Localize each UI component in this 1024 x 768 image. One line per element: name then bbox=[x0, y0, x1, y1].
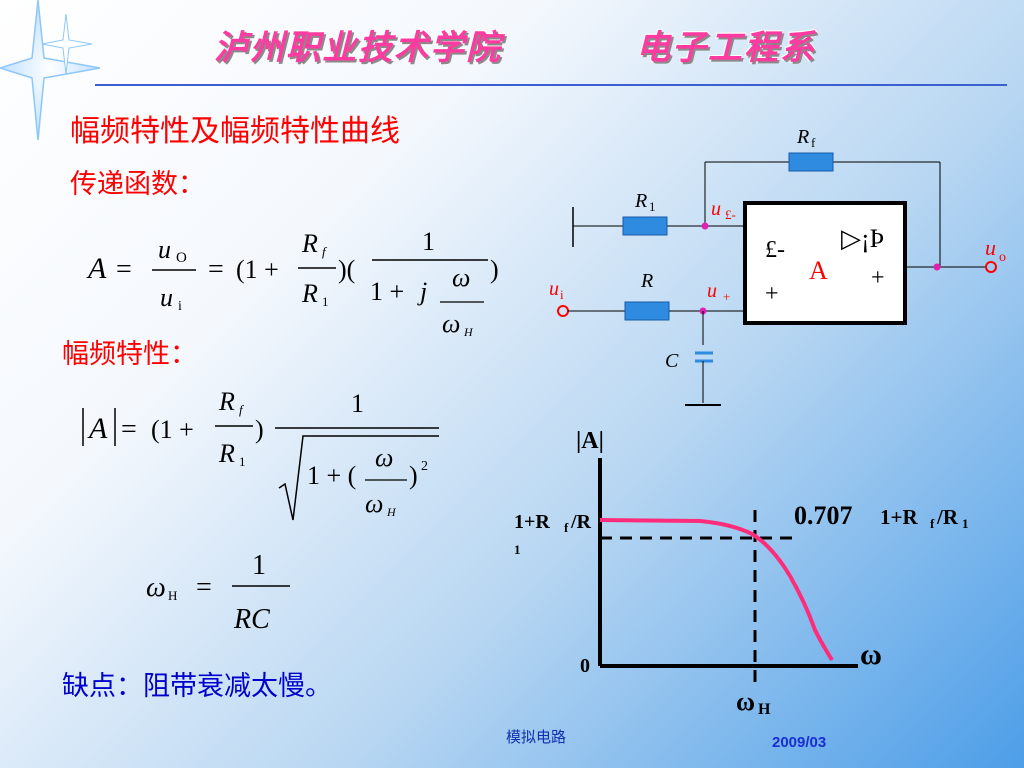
svg-text:f: f bbox=[322, 244, 328, 259]
up-label: u bbox=[707, 280, 717, 302]
frequency-response-graph: |A| 1+R f /R 1 0.707 1+R f /R 1 0 ω ω H bbox=[514, 428, 969, 718]
opamp-a: A bbox=[809, 256, 828, 285]
cutoff-sub: H bbox=[758, 701, 771, 718]
svg-text:2: 2 bbox=[421, 459, 428, 474]
uo-sub: o bbox=[999, 250, 1006, 265]
svg-text:u: u bbox=[160, 283, 173, 312]
opamp-plus: + bbox=[765, 281, 779, 307]
svg-text:=: = bbox=[121, 414, 137, 445]
svg-text:ω: ω bbox=[146, 572, 166, 603]
resistor-r1 bbox=[622, 216, 668, 236]
school-name: 泸州职业技术学院 bbox=[214, 28, 502, 68]
svg-text:=: = bbox=[116, 254, 132, 285]
level-0707-value: 0.707 bbox=[794, 501, 853, 530]
ui-label: u bbox=[549, 278, 559, 300]
svg-text:=: = bbox=[208, 254, 224, 285]
magnitude-equation: A = (1 + R f R 1 ) 1 1 + ( ω ω H ) 2 bbox=[82, 387, 439, 521]
svg-text:1: 1 bbox=[422, 227, 435, 256]
svg-text:): ) bbox=[490, 255, 499, 284]
cutoff-frequency-equation: ω H = 1 RC bbox=[146, 550, 290, 635]
svg-text:=: = bbox=[196, 572, 212, 603]
r1-label: R bbox=[634, 190, 647, 212]
rf-sub: f bbox=[811, 135, 816, 150]
ui-sub: i bbox=[560, 287, 564, 302]
y-level-label: 1+R bbox=[514, 511, 550, 533]
resistor-r bbox=[624, 301, 670, 321]
department-name: 电子工程系 bbox=[636, 28, 816, 68]
svg-text:(1 +: (1 + bbox=[151, 415, 194, 444]
svg-text:ω: ω bbox=[375, 443, 393, 472]
main-heading: 幅频特性及幅频特性曲线 bbox=[70, 114, 400, 149]
r-label: R bbox=[640, 270, 653, 292]
un-label: u bbox=[711, 198, 721, 220]
svg-text:H: H bbox=[168, 588, 177, 603]
output-terminal bbox=[985, 261, 997, 273]
footer-subject: 模拟电路 bbox=[506, 729, 567, 746]
svg-text:1: 1 bbox=[351, 389, 364, 418]
svg-text:A: A bbox=[87, 412, 108, 445]
svg-text:1: 1 bbox=[322, 294, 329, 309]
origin-label: 0 bbox=[580, 655, 590, 677]
transfer-function-heading: 传递函数： bbox=[70, 169, 205, 200]
y-level-sub: f bbox=[564, 520, 569, 535]
svg-text:)(: )( bbox=[338, 255, 355, 284]
sparkle-decoration bbox=[0, 0, 101, 140]
sparkle-small-icon bbox=[41, 13, 93, 75]
svg-text:): ) bbox=[255, 415, 264, 444]
svg-text:R: R bbox=[218, 439, 235, 468]
transfer-function-equation: A = u O u i = (1 + R f R 1 )( 1 1 + j ω … bbox=[86, 227, 499, 339]
node-inverting bbox=[701, 222, 709, 230]
level-0707-sub2: 1 bbox=[962, 516, 969, 531]
svg-text:u: u bbox=[158, 235, 171, 264]
svg-text:RC: RC bbox=[233, 604, 270, 635]
input-terminal bbox=[557, 305, 569, 317]
opamp-symbol: ▷¡Þ bbox=[841, 224, 884, 253]
svg-text:): ) bbox=[409, 461, 418, 490]
opamp-out-plus: + bbox=[871, 265, 885, 291]
circuit-diagram: R f R 1 u £- R u i u + C £- + A ▷¡Þ + u … bbox=[549, 126, 1006, 406]
svg-text:R: R bbox=[301, 279, 318, 308]
un-sub: £- bbox=[725, 207, 736, 222]
svg-text:R: R bbox=[301, 229, 318, 258]
y-level-tail: /R bbox=[570, 511, 592, 533]
c-label: C bbox=[665, 350, 679, 372]
x-axis-label: ω bbox=[860, 638, 882, 671]
svg-text:(1 +: (1 + bbox=[236, 255, 279, 284]
response-curve bbox=[599, 518, 834, 662]
svg-text:H: H bbox=[386, 505, 397, 519]
rf-label: R bbox=[796, 126, 809, 148]
svg-text:1: 1 bbox=[252, 550, 266, 581]
opamp-box bbox=[743, 201, 907, 325]
svg-text:1 +: 1 + bbox=[370, 277, 404, 306]
header-divider bbox=[95, 84, 1007, 86]
drawback-text: 缺点：阻带衰减太慢。 bbox=[62, 671, 332, 702]
svg-text:R: R bbox=[218, 387, 235, 416]
svg-text:1 + (: 1 + ( bbox=[307, 461, 356, 490]
r1-sub: 1 bbox=[649, 199, 656, 214]
svg-text:O: O bbox=[176, 250, 187, 266]
sparkle-large-icon bbox=[0, 0, 101, 140]
node-output bbox=[933, 263, 941, 271]
y-level-sub2: 1 bbox=[514, 542, 521, 557]
svg-text:A: A bbox=[86, 252, 107, 285]
amplitude-frequency-heading: 幅频特性： bbox=[62, 339, 197, 370]
svg-text:ω: ω bbox=[365, 489, 383, 518]
svg-text:ω: ω bbox=[452, 263, 470, 292]
svg-text:1: 1 bbox=[239, 454, 246, 469]
svg-text:f: f bbox=[239, 402, 245, 417]
cutoff-label: ω bbox=[736, 687, 755, 716]
level-0707-expr: 1+R bbox=[880, 505, 918, 529]
svg-text:j: j bbox=[417, 277, 427, 306]
svg-text:i: i bbox=[178, 299, 182, 314]
uo-label: u bbox=[985, 235, 996, 260]
level-0707-sub: f bbox=[930, 516, 935, 531]
up-sub: + bbox=[723, 289, 730, 304]
svg-text:ω: ω bbox=[442, 309, 460, 338]
opamp-minus: £- bbox=[765, 237, 785, 263]
y-axis-label: |A| bbox=[576, 428, 604, 454]
resistor-rf bbox=[788, 152, 834, 172]
svg-text:H: H bbox=[463, 325, 474, 339]
level-0707-tail: /R bbox=[936, 505, 959, 529]
footer-date: 2009/03 bbox=[772, 734, 827, 751]
